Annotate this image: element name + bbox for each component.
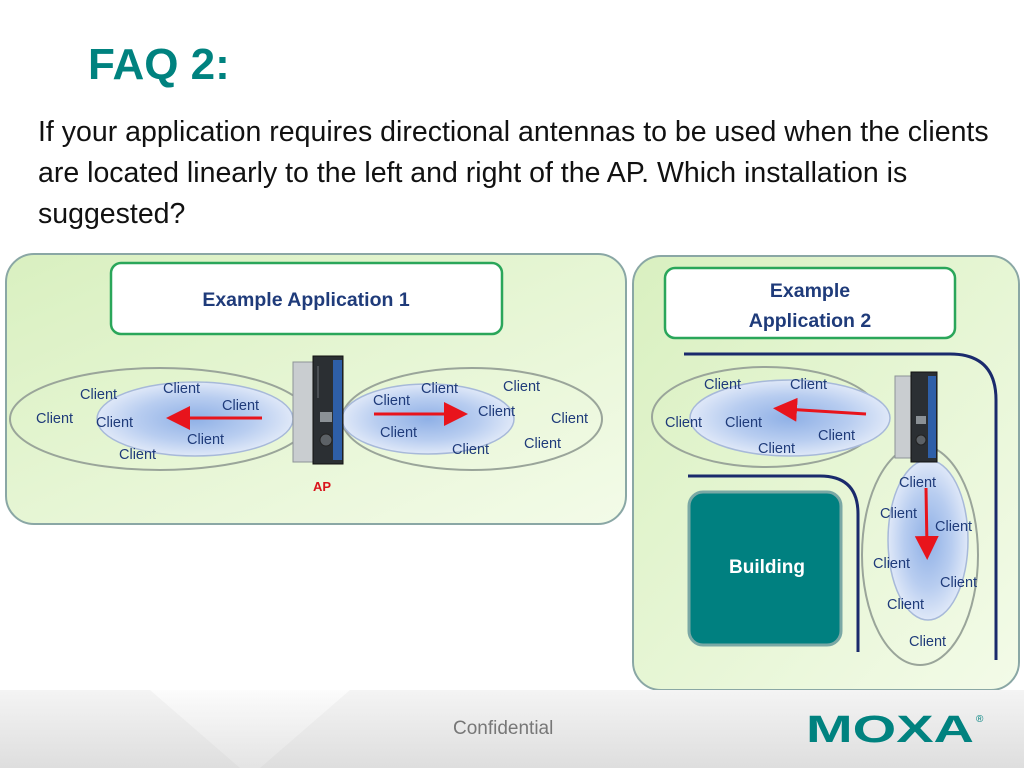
access-point-device-icon [292,355,344,465]
client-label: Client [36,411,73,427]
registered-mark: ® [976,714,984,725]
client-label: Client [478,404,515,420]
client-label: Client [887,597,924,613]
client-label: Client [503,379,540,395]
example-2-title-line2: Application 2 [749,310,872,332]
client-label: Client [704,377,741,393]
client-label: Client [452,442,489,458]
client-label: Client [790,377,827,393]
client-label: Client [80,387,117,403]
road-outer [684,352,998,660]
ap-label: AP [313,479,331,494]
client-label: Client [380,425,417,441]
example-2-panel: Example Application 2 Building Client Cl… [632,255,1020,691]
client-label: Client [818,428,855,444]
confidential-label: Confidential [453,718,554,739]
client-label: Client [935,519,972,535]
question-text: If your application requires directional… [38,116,989,230]
moxa-logo-icon: MOXA ® [806,710,984,746]
example-1-panel: Example Application 1 AP Client Client C… [5,253,627,525]
client-label: Client [725,415,762,431]
client-label: Client [524,436,561,452]
client-label: Client [909,634,946,650]
client-label: Client [873,556,910,572]
example-1-title: Example Application 1 [202,289,409,311]
example-2-label-box [663,266,957,340]
arrow-left-icon [773,397,867,422]
client-label: Client [880,506,917,522]
access-point-device-icon [894,371,938,463]
moxa-logo-text: MOXA [806,710,974,746]
client-label: Client [373,393,410,409]
client-label: Client [551,411,588,427]
client-label: Client [758,441,795,457]
building-label: Building [729,557,805,578]
arrow-down-icon [914,487,939,560]
client-label: Client [119,447,156,463]
slide-title: FAQ 2: [88,40,230,89]
client-label: Client [421,381,458,397]
example-1-label-box [109,261,504,336]
road-inner [688,474,860,652]
example-2-title-line1: Example [770,280,850,302]
client-label: Client [899,475,936,491]
client-label: Client [187,432,224,448]
client-label: Client [222,398,259,414]
building [687,490,843,647]
client-label: Client [163,381,200,397]
client-label: Client [940,575,977,591]
client-label: Client [665,415,702,431]
client-label: Client [96,415,133,431]
